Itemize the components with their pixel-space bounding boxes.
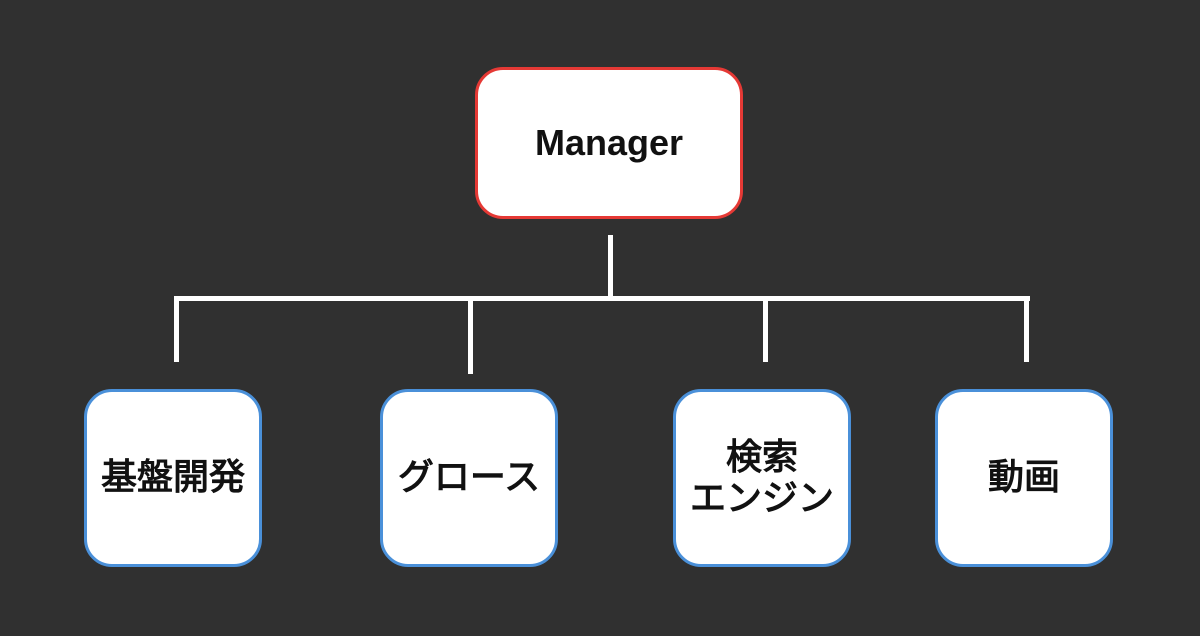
team-node-label: 基盤開発	[100, 457, 245, 499]
team-node-label: グロース	[397, 457, 541, 499]
team-node-label: 検索 エンジン	[689, 436, 834, 519]
connector-drop-2	[468, 296, 473, 374]
team-node-label: 動画	[987, 457, 1060, 499]
team-node-search-engine: 検索 エンジン	[673, 389, 851, 567]
connector-root-stem	[608, 235, 613, 298]
team-node-infrastructure: 基盤開発	[84, 389, 262, 567]
manager-node: Manager	[475, 67, 743, 219]
team-node-growth: グロース	[380, 389, 558, 567]
connector-horizontal-bar	[174, 296, 1030, 301]
connector-drop-1	[174, 296, 179, 362]
manager-node-label: Manager	[534, 122, 684, 164]
connector-drop-3	[763, 296, 768, 362]
connector-drop-4	[1024, 296, 1029, 362]
team-node-video: 動画	[935, 389, 1113, 567]
